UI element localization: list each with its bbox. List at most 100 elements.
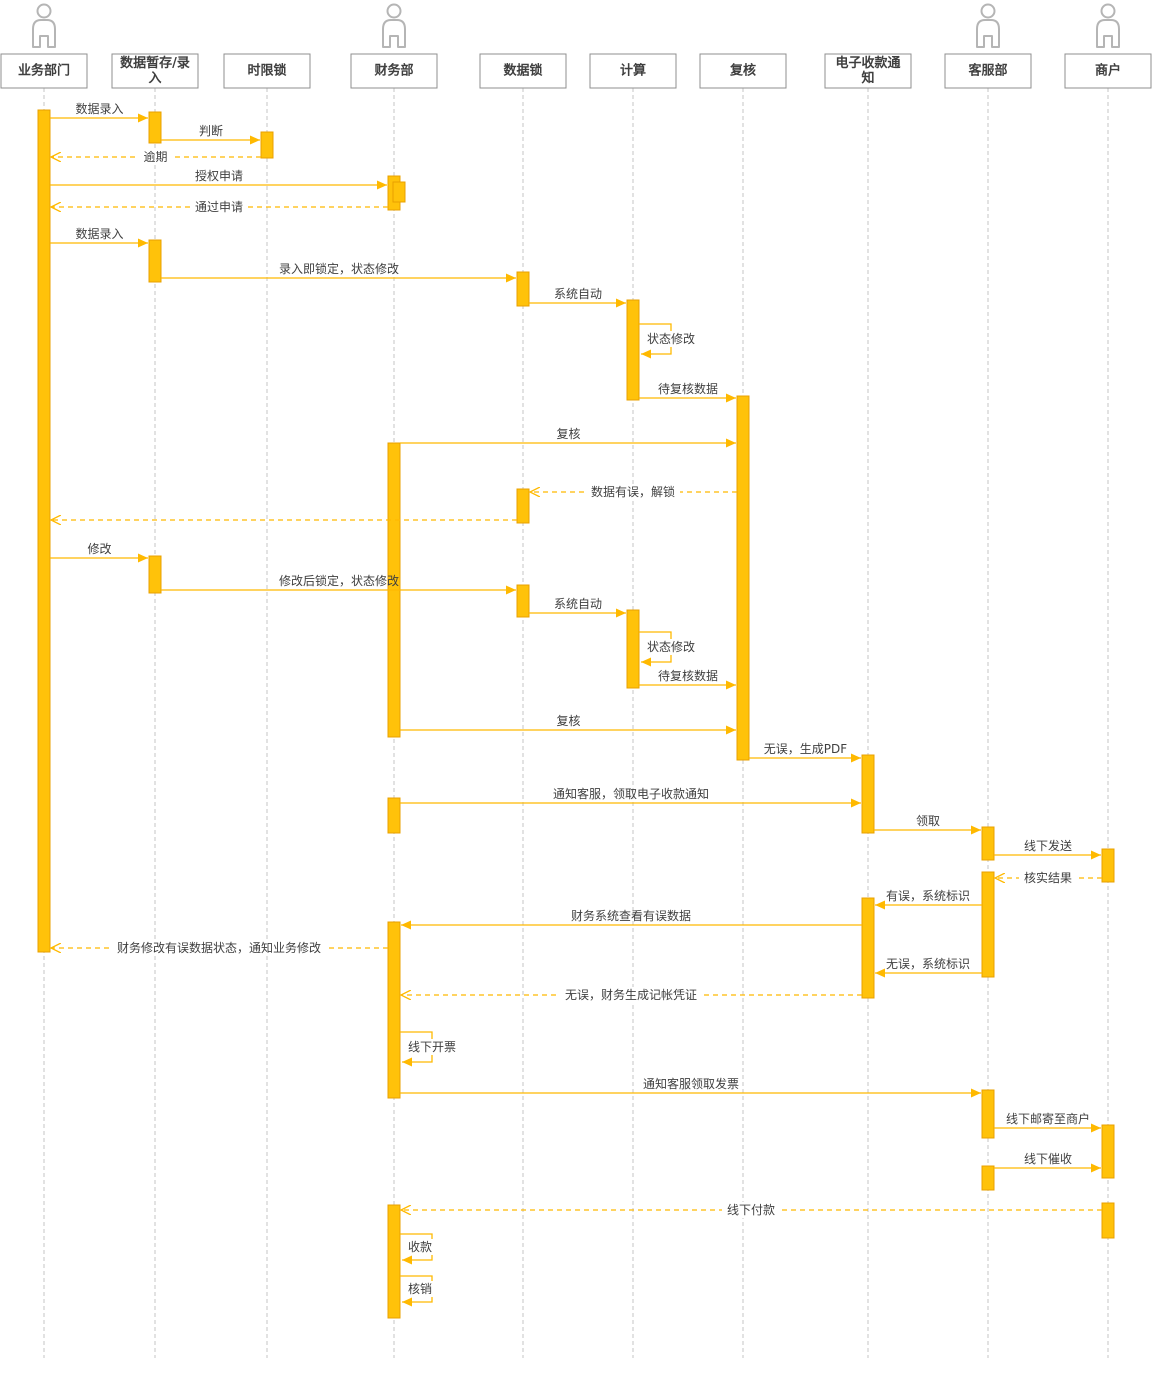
message-label: 财务修改有误数据状态，通知业务修改 — [117, 940, 321, 955]
activation-bar — [37, 109, 51, 953]
message: 修改 — [50, 541, 148, 563]
participant-label: 知 — [861, 70, 874, 86]
message: 线下付款 — [401, 1202, 1102, 1218]
actor-icon — [976, 3, 1000, 48]
message-label: 通过申请 — [195, 200, 243, 214]
self-message: 核销 — [400, 1275, 436, 1307]
activation-bar — [981, 1089, 995, 1139]
message-label: 通知客服，领取电子收款通知 — [553, 786, 709, 801]
message-label: 领取 — [916, 814, 940, 828]
self-message: 状态修改 — [639, 631, 699, 667]
participant-review: 复核 — [699, 53, 787, 1358]
activation-bar — [148, 239, 162, 283]
activation-bar — [516, 488, 530, 524]
message: 录入即锁定，状态修改 — [161, 261, 516, 283]
participant-box — [1064, 53, 1152, 89]
participant-box — [111, 53, 199, 89]
participant-label: 电子收款通 — [835, 55, 900, 71]
activation-bar — [981, 826, 995, 861]
participant-label: 数据暂存/录 — [120, 55, 190, 71]
activation-bar — [1101, 848, 1115, 883]
self-message: 收款 — [400, 1233, 436, 1265]
message: 复核 — [400, 427, 736, 448]
self-message: 线下开票 — [400, 1031, 460, 1067]
activation-bar — [981, 1165, 995, 1191]
activation-bar — [387, 1204, 401, 1319]
message-label: 修改后锁定，状态修改 — [279, 573, 399, 588]
self-message-label: 线下开票 — [408, 1040, 456, 1054]
participant-box — [589, 53, 677, 89]
activation-bar — [260, 131, 274, 159]
message: 无误，生成PDF — [749, 742, 861, 763]
participant-box — [699, 53, 787, 89]
actor-icon — [32, 3, 56, 48]
message: 线下催收 — [994, 1152, 1101, 1173]
message: 线下邮寄至商户 — [994, 1111, 1101, 1133]
participant-box — [223, 53, 311, 89]
activation-bar — [981, 871, 995, 978]
participant-box — [479, 53, 567, 89]
participant-box — [824, 53, 912, 89]
activation-bar — [148, 555, 162, 594]
participant-label: 复核 — [729, 63, 756, 79]
participant-label: 入 — [148, 71, 161, 86]
message-label: 数据有误，解锁 — [591, 484, 675, 499]
message: 核实结果 — [995, 870, 1102, 886]
actor-icon — [1096, 3, 1120, 48]
message-label: 财务系统查看有误数据 — [571, 908, 691, 923]
activation-bar — [387, 797, 401, 834]
message-label: 待复核数据 — [658, 668, 718, 683]
self-message-label: 状态修改 — [647, 639, 695, 654]
message-label: 无误，财务生成记帐凭证 — [565, 987, 697, 1002]
message: 领取 — [874, 814, 981, 835]
activation-bar — [626, 609, 640, 689]
message-label: 通知客服领取发票 — [643, 1076, 739, 1091]
activation-bar — [516, 271, 530, 307]
participant-data-staging: 数据暂存/录入 — [111, 53, 199, 1358]
activation-bar — [392, 181, 406, 203]
message-label: 逾期 — [143, 149, 167, 164]
message: 数据有误，解锁 — [530, 484, 737, 500]
message: 线下发送 — [994, 838, 1101, 860]
participant-label: 数据锁 — [503, 63, 542, 79]
message-label: 线下付款 — [727, 1203, 775, 1217]
message-label: 线下邮寄至商户 — [1006, 1111, 1090, 1126]
self-message: 状态修改 — [639, 323, 699, 359]
self-message-label: 核销 — [408, 1282, 432, 1296]
message: 无误，财务生成记帐凭证 — [401, 987, 862, 1003]
participant-data-lock: 数据锁 — [479, 53, 567, 1358]
activation-bar — [861, 897, 875, 999]
message: 待复核数据 — [639, 668, 736, 690]
activation-bar — [516, 584, 530, 618]
participant-label: 业务部门 — [18, 63, 70, 79]
message-label: 数据录入 — [75, 101, 123, 116]
participant-box — [0, 53, 88, 89]
message: 系统自动 — [529, 287, 626, 308]
message-label: 授权申请 — [195, 168, 243, 183]
self-message-label: 状态修改 — [647, 331, 695, 346]
message-label: 判断 — [199, 123, 223, 138]
message: 有误，系统标识 — [875, 889, 982, 910]
message: 授权申请 — [50, 168, 387, 190]
message: 待复核数据 — [639, 381, 736, 403]
message-label: 复核 — [556, 427, 580, 441]
message-label: 复核 — [556, 714, 580, 728]
participant-time-lock: 时限锁 — [223, 53, 311, 1358]
self-message-label: 收款 — [408, 1240, 432, 1254]
message-label: 无误，系统标识 — [886, 957, 970, 971]
activation-bar — [1101, 1202, 1115, 1239]
participant-box — [944, 53, 1032, 89]
activation-bar — [736, 395, 750, 761]
activation-bar — [1101, 1124, 1115, 1179]
message-label: 数据录入 — [75, 226, 123, 241]
participant-label: 计算 — [620, 63, 646, 79]
message-label: 系统自动 — [554, 287, 602, 301]
participant-calculation: 计算 — [589, 53, 677, 1358]
message-label: 录入即锁定，状态修改 — [279, 261, 399, 276]
message: 复核 — [400, 714, 736, 735]
message-label: 无误，生成PDF — [764, 742, 847, 756]
participant-service-dept: 客服部 — [944, 3, 1032, 1358]
message: 无误，系统标识 — [875, 957, 982, 978]
message: 判断 — [161, 123, 260, 145]
